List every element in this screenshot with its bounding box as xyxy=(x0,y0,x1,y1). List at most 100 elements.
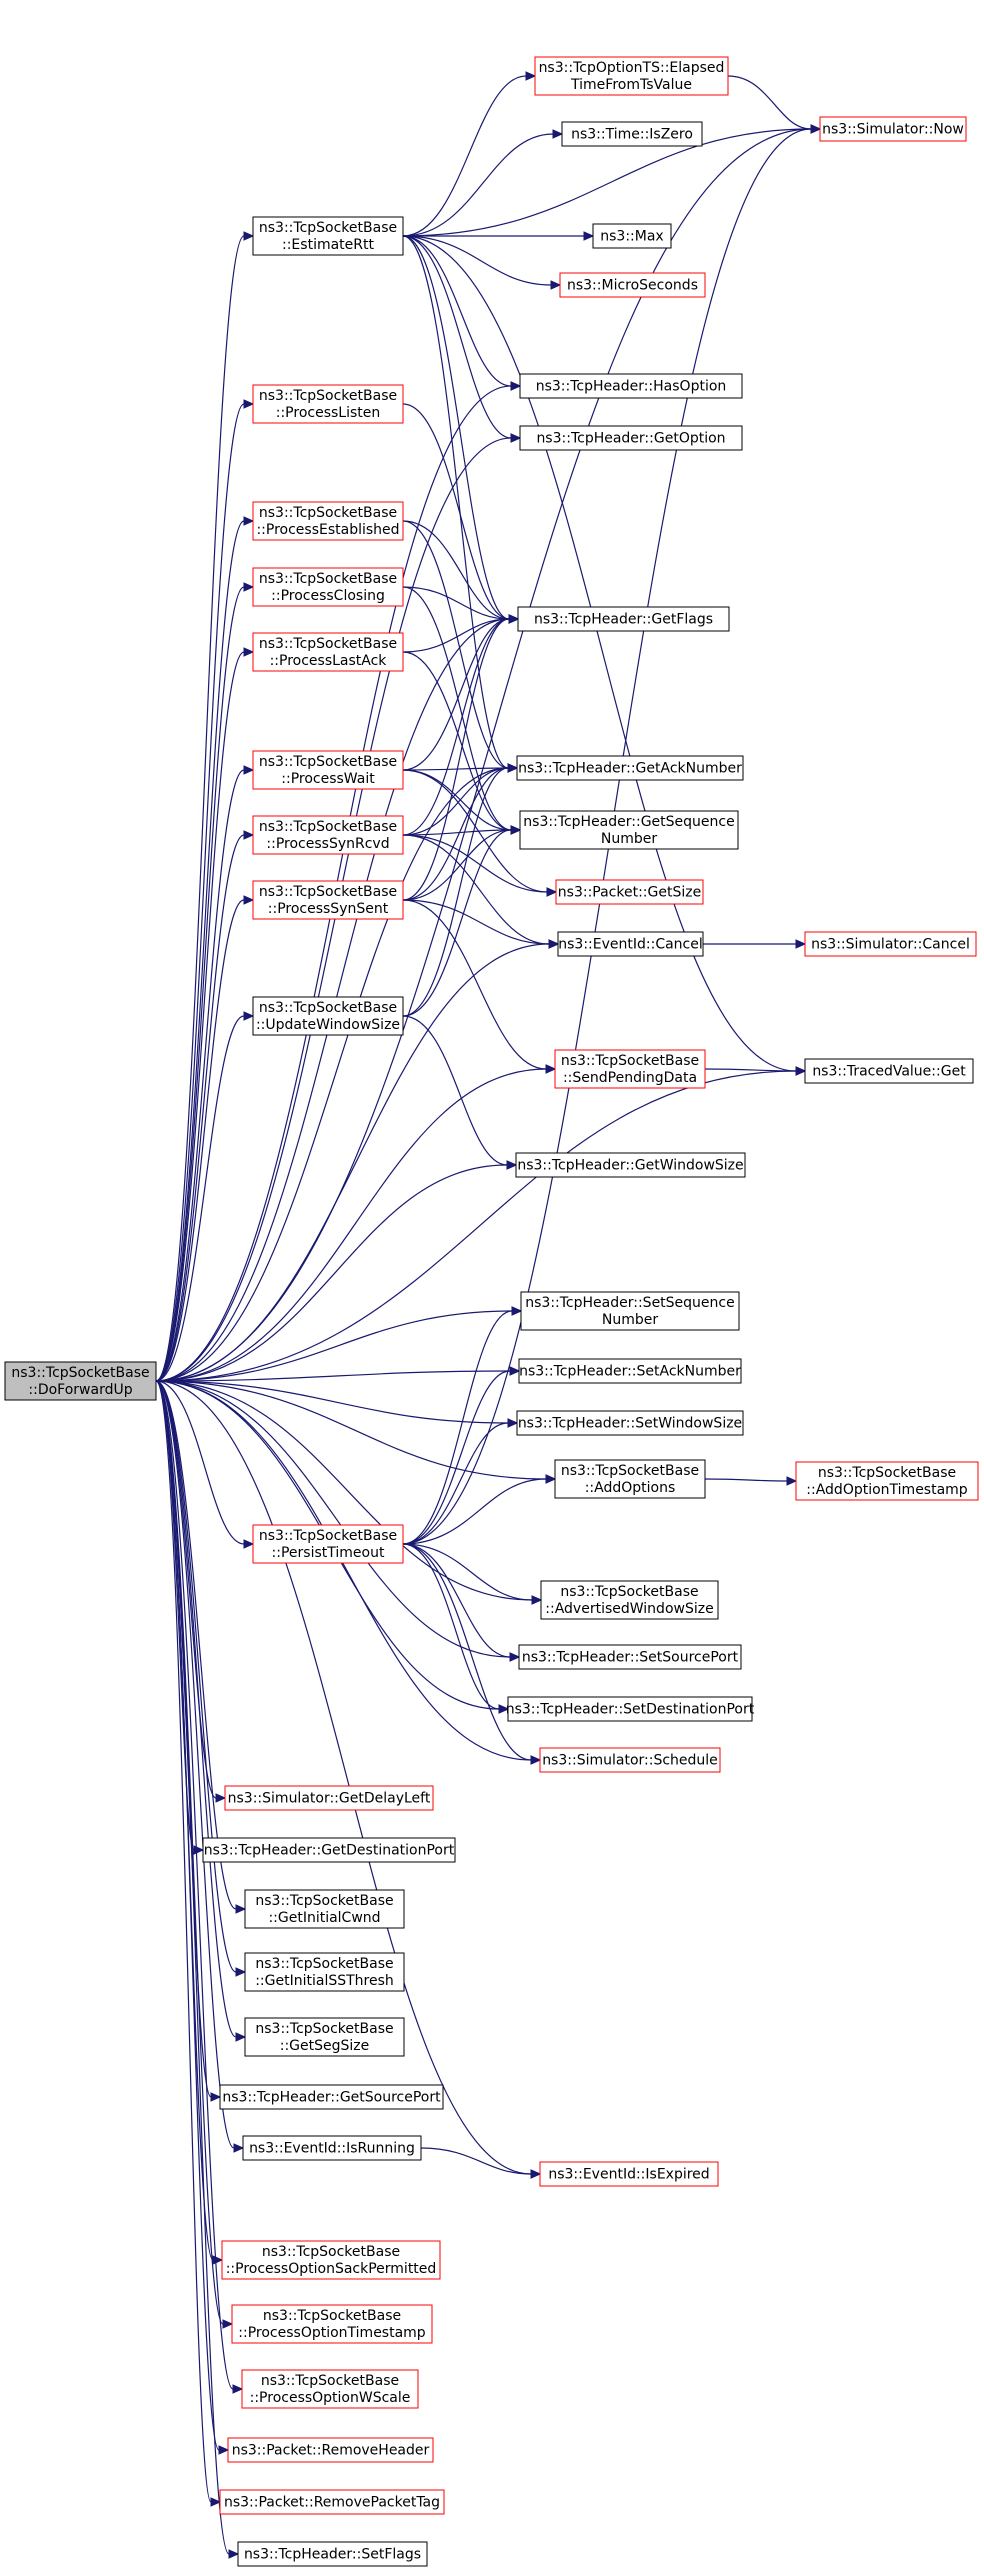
node-label: ns3::TcpSocketBase xyxy=(259,884,397,900)
node-eventid-isrunning[interactable]: ns3::EventId::IsRunning xyxy=(242,2135,422,2161)
node-persist-timeout[interactable]: ns3::TcpSocketBase::PersistTimeout xyxy=(252,1524,404,1564)
node-label: ns3::TcpSocketBase xyxy=(259,1000,397,1016)
edge-arrowhead xyxy=(233,2143,245,2153)
node-process-synsent[interactable]: ns3::TcpSocketBase::ProcessSynSent xyxy=(252,880,404,920)
node-getsegsize[interactable]: ns3::TcpSocketBase::GetSegSize xyxy=(244,2017,405,2057)
node-setflags[interactable]: ns3::TcpHeader::SetFlags xyxy=(237,2541,428,2567)
edge-arrowhead xyxy=(498,1704,510,1714)
node-sim-cancel[interactable]: ns3::Simulator::Cancel xyxy=(804,931,977,957)
edge-line xyxy=(402,235,512,439)
node-sim-getdelayleft[interactable]: ns3::Simulator::GetDelayLeft xyxy=(224,1785,434,1811)
node-label: ns3::TcpHeader::SetWindowSize xyxy=(518,1416,742,1432)
node-process-closing[interactable]: ns3::TcpSocketBase::ProcessClosing xyxy=(252,567,404,607)
node-eventid-cancel[interactable]: ns3::EventId::Cancel xyxy=(557,931,704,957)
edge-arrowhead xyxy=(552,129,564,139)
edge-root-to-process_wait xyxy=(155,765,255,1382)
edge-arrowhead xyxy=(506,1160,518,1170)
node-sim-now[interactable]: ns3::Simulator::Now xyxy=(819,116,967,142)
edge-line xyxy=(155,1380,509,1424)
node-setacknumber[interactable]: ns3::TcpHeader::SetAckNumber xyxy=(518,1358,742,1384)
edge-line xyxy=(402,651,512,831)
node-process-lastack[interactable]: ns3::TcpSocketBase::ProcessLastAck xyxy=(252,632,404,672)
edge-line xyxy=(402,767,509,771)
node-packet-removepackettag[interactable]: ns3::Packet::RemovePacketTag xyxy=(219,2489,445,2515)
edge-arrowhead xyxy=(243,231,255,241)
node-label: ns3::TcpSocketBase xyxy=(261,2373,399,2389)
node-label: ::ProcessOptionTimestamp xyxy=(238,2325,426,2341)
node-addoptions[interactable]: ns3::TcpSocketBase::AddOptions xyxy=(554,1459,706,1499)
edge-arrowhead xyxy=(509,1652,521,1662)
edge-line xyxy=(420,2147,532,2175)
node-addoptiontimestamp[interactable]: ns3::TcpSocketBase::AddOptionTimestamp xyxy=(795,1461,979,1501)
node-update-window-size[interactable]: ns3::TcpSocketBase::UpdateWindowSize xyxy=(252,996,404,1036)
node-getflags[interactable]: ns3::TcpHeader::GetFlags xyxy=(517,606,730,632)
node-sim-schedule[interactable]: ns3::Simulator::Schedule xyxy=(539,1747,721,1773)
edge-line xyxy=(402,618,510,836)
node-label: ns3::Packet::RemoveHeader xyxy=(232,2443,430,2459)
node-label: ns3::TcpSocketBase xyxy=(255,1956,393,1972)
node-label: ns3::TcpSocketBase xyxy=(561,1053,699,1069)
node-getdestinationport[interactable]: ns3::TcpHeader::GetDestinationPort xyxy=(202,1837,456,1863)
edge-elapsed-to-sim_now xyxy=(727,75,822,134)
edge-line xyxy=(402,403,510,620)
edge-persist_timeout-to-setdestinationport xyxy=(402,1543,510,1714)
node-tracedvalue-get[interactable]: ns3::TracedValue::Get xyxy=(804,1058,974,1084)
edge-line xyxy=(155,1380,230,2555)
node-advertised-window-size[interactable]: ns3::TcpSocketBase::AdvertisedWindowSize xyxy=(540,1580,719,1620)
node-label: ns3::TcpSocketBase xyxy=(259,505,397,521)
node-box xyxy=(592,223,672,249)
node-process-option-timestamp[interactable]: ns3::TcpSocketBase::ProcessOptionTimesta… xyxy=(231,2304,433,2344)
node-label: ::ProcessWait xyxy=(281,771,375,787)
node-packet-removeheader[interactable]: ns3::Packet::RemoveHeader xyxy=(227,2437,434,2463)
node-process-synrcvd[interactable]: ns3::TcpSocketBase::ProcessSynRcvd xyxy=(252,815,404,855)
node-eventid-isexpired[interactable]: ns3::EventId::IsExpired xyxy=(539,2161,719,2187)
node-getoption[interactable]: ns3::TcpHeader::GetOption xyxy=(519,425,743,451)
edge-root-to-process_synsent xyxy=(155,895,255,1382)
node-packet-getsize[interactable]: ns3::Packet::GetSize xyxy=(555,879,704,905)
edge-line xyxy=(402,834,548,893)
node-box xyxy=(252,1524,404,1564)
edge-send_pending_data-to-tracedvalue_get xyxy=(704,1066,807,1076)
node-process-established[interactable]: ns3::TcpSocketBase::ProcessEstablished xyxy=(252,501,404,541)
node-label: ns3::TcpSocketBase xyxy=(262,2244,400,2260)
node-getsourceport[interactable]: ns3::TcpHeader::GetSourcePort xyxy=(219,2084,444,2110)
edge-arrowhead xyxy=(243,516,255,526)
node-hasoption[interactable]: ns3::TcpHeader::HasOption xyxy=(519,373,743,399)
node-send-pending-data[interactable]: ns3::TcpSocketBase::SendPendingData xyxy=(554,1049,706,1089)
edge-line xyxy=(402,1015,508,1166)
node-box xyxy=(242,2135,422,2161)
edge-line xyxy=(155,1380,237,2038)
edge-eventid_cancel-to-sim_cancel xyxy=(703,939,807,949)
edge-root-to-tracedvalue_get xyxy=(155,1066,807,1382)
node-microseconds[interactable]: ns3::MicroSeconds xyxy=(559,272,706,298)
edge-line xyxy=(155,1380,532,2175)
node-getacknumber[interactable]: ns3::TcpHeader::GetAckNumber xyxy=(516,755,744,781)
node-setwindowsize[interactable]: ns3::TcpHeader::SetWindowSize xyxy=(516,1410,744,1436)
node-setdestinationport[interactable]: ns3::TcpHeader::SetDestinationPort xyxy=(506,1696,755,1722)
node-box xyxy=(244,1952,405,1992)
node-box xyxy=(804,931,977,957)
edge-line xyxy=(402,235,797,1072)
node-process-option-wscale[interactable]: ns3::TcpSocketBase::ProcessOptionWScale xyxy=(241,2369,419,2409)
node-label: ns3::TcpSocketBase xyxy=(255,1893,393,1909)
edge-arrowhead xyxy=(548,939,560,949)
node-setsourceport[interactable]: ns3::TcpHeader::SetSourcePort xyxy=(518,1644,742,1670)
node-max[interactable]: ns3::Max xyxy=(592,223,672,249)
node-process-listen[interactable]: ns3::TcpSocketBase::ProcessListen xyxy=(252,384,404,424)
node-process-option-sack[interactable]: ns3::TcpSocketBase::ProcessOptionSackPer… xyxy=(221,2240,441,2280)
node-box xyxy=(219,2489,445,2515)
node-process-wait[interactable]: ns3::TcpSocketBase::ProcessWait xyxy=(252,750,404,790)
node-time-iszero[interactable]: ns3::Time::IsZero xyxy=(561,121,703,147)
edge-line xyxy=(402,834,550,945)
node-box xyxy=(520,1291,740,1331)
node-estimate-rtt[interactable]: ns3::TcpSocketBase::EstimateRtt xyxy=(252,216,404,256)
node-getwindowsize[interactable]: ns3::TcpHeader::GetWindowSize xyxy=(515,1152,746,1178)
node-getinitialssthresh[interactable]: ns3::TcpSocketBase::GetInitialSSThresh xyxy=(244,1952,405,1992)
edge-line xyxy=(402,829,512,901)
node-box xyxy=(244,2017,405,2057)
edge-line xyxy=(402,133,554,237)
node-getinitialcwnd[interactable]: ns3::TcpSocketBase::GetInitialCwnd xyxy=(244,1889,405,1929)
